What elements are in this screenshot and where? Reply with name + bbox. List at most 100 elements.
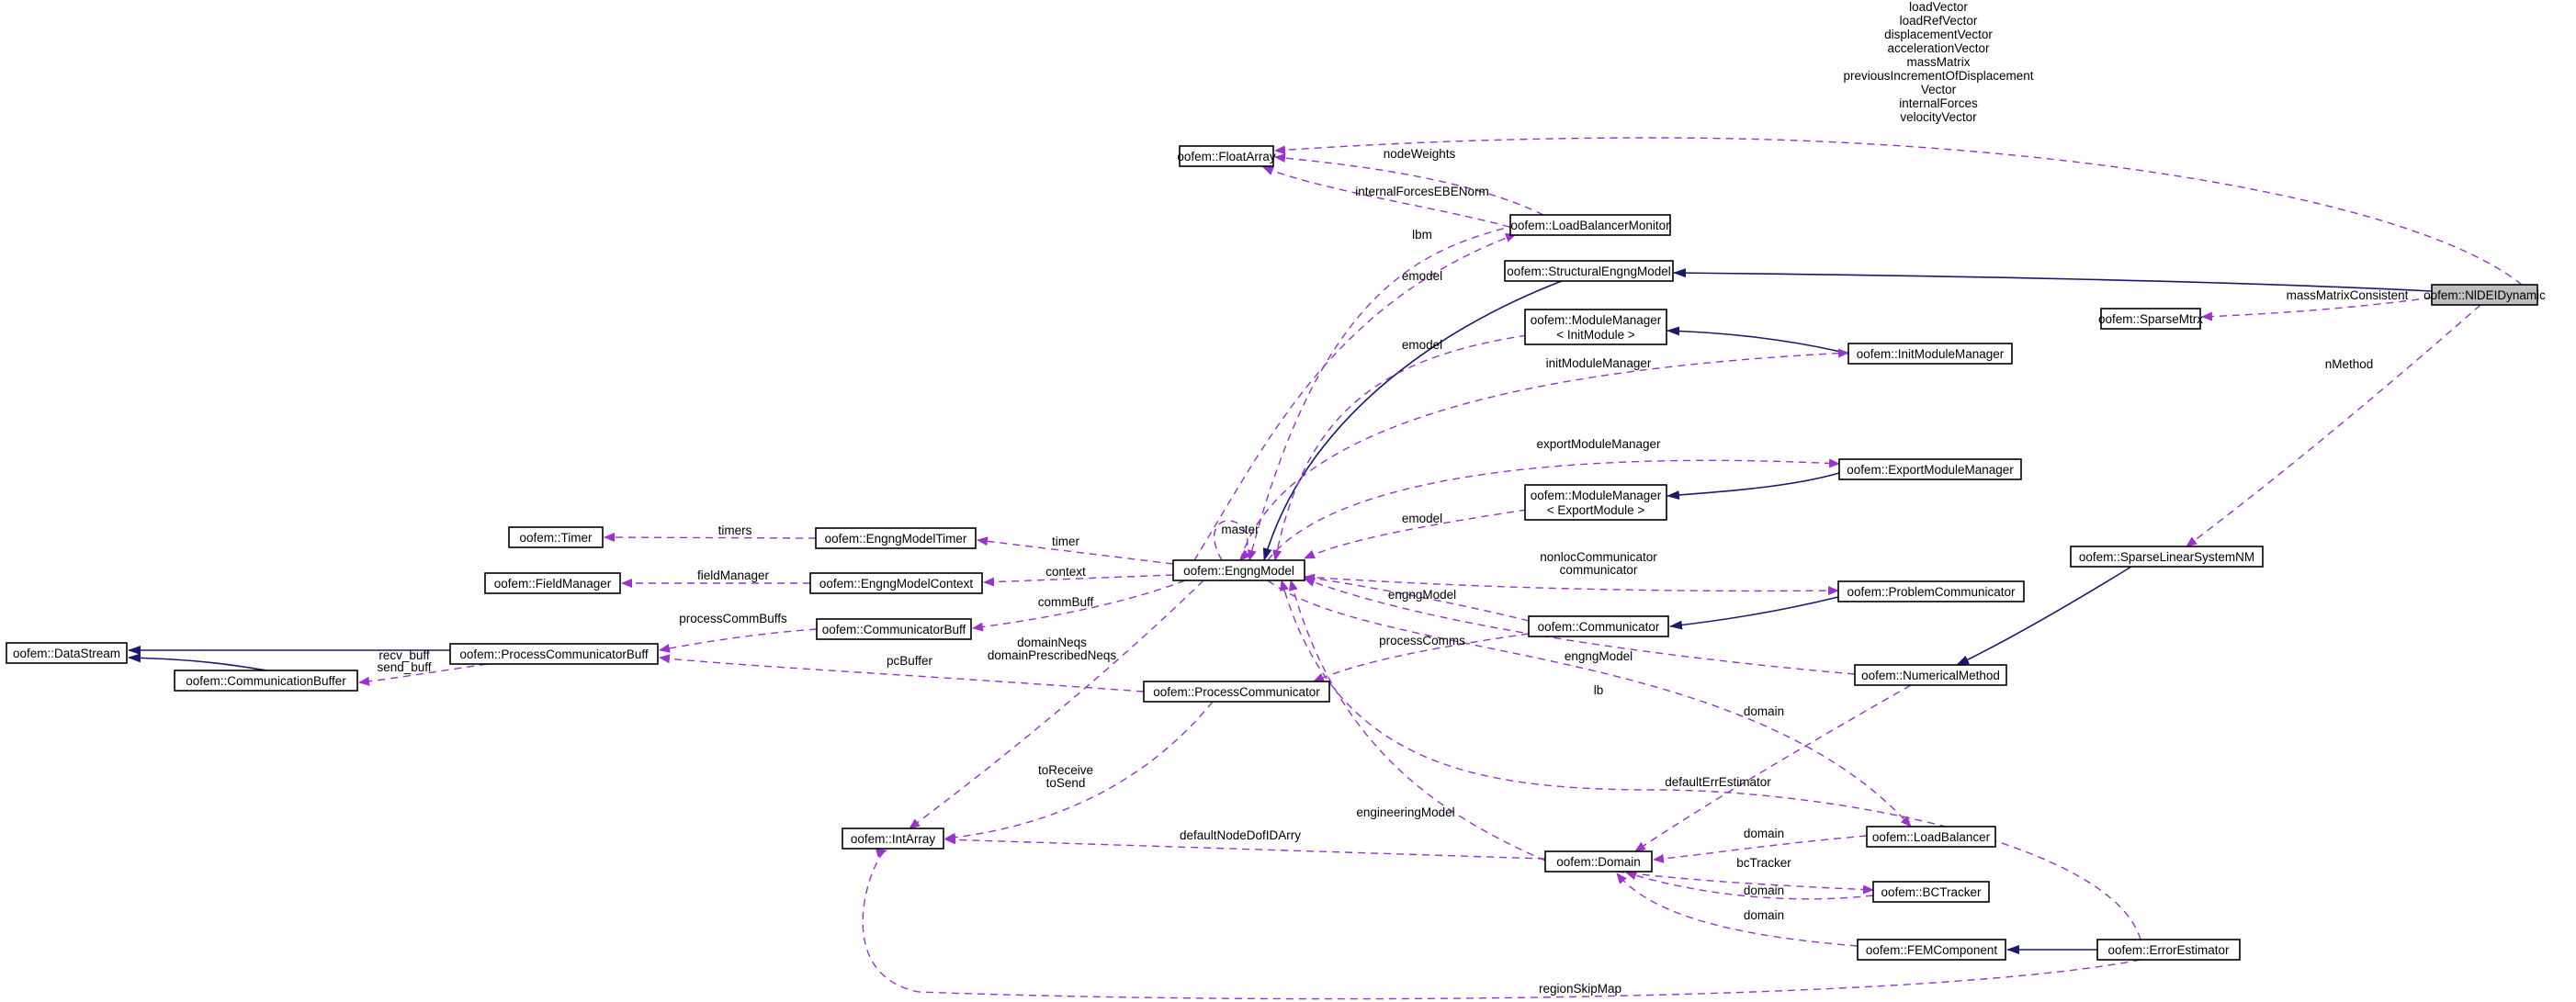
class-node-communicationbuffer[interactable]: oofem::CommunicationBuffer — [174, 670, 358, 692]
class-node-box — [1528, 615, 1669, 637]
edge-label-line: nMethod — [2325, 357, 2374, 371]
usage-edge — [1304, 573, 1530, 622]
usage-edge — [1267, 580, 1912, 827]
class-node-label-line: oofem::BCTracker — [1881, 885, 1982, 899]
class-node-label-line: oofem::FloatArray — [1177, 150, 1276, 163]
edge-label-line: domain — [1744, 704, 1784, 718]
edge-label-line: internalForcesEBENorm — [1355, 185, 1489, 198]
class-node-label: oofem::NumericalMethod — [1861, 669, 2000, 682]
class-node-errorestimator[interactable]: oofem::ErrorEstimator — [2096, 939, 2241, 961]
edge-label-emodel-init: emodel — [1402, 338, 1442, 352]
class-node-processcommunicatorbuff[interactable]: oofem::ProcessCommunicatorBuff — [449, 643, 659, 665]
class-node-communicatorbuff[interactable]: oofem::CommunicatorBuff — [816, 618, 972, 640]
edge-label-fieldmanager: fieldManager — [697, 569, 770, 582]
edge-label-domain-fem: domain — [1744, 908, 1784, 922]
class-node-processcommunicator[interactable]: oofem::ProcessCommunicator — [1143, 681, 1330, 703]
class-node-label: oofem::ModuleManager< ExportModule > — [1531, 489, 1662, 517]
class-node-label-line: oofem::StructuralEngngModel — [1507, 265, 1671, 278]
edge-label-initmodulemanager: initModuleManager — [1546, 356, 1652, 370]
usage-edge — [1616, 873, 1859, 947]
edge-label-processcomms: processComms — [1379, 634, 1465, 647]
class-node-exportmodulemanager[interactable]: oofem::ExportModuleManager — [1838, 458, 2022, 480]
class-node-floatarray[interactable]: oofem::FloatArray — [1177, 145, 1276, 167]
class-node-loadbalancermonitor[interactable]: oofem::LoadBalancerMonitor — [1509, 214, 1671, 236]
edge-label-engngmodel-nm: engngModel — [1565, 649, 1633, 663]
class-node-box — [449, 643, 659, 665]
usage-edge — [2201, 297, 2433, 321]
class-node-label-line: oofem::CommunicationBuffer — [186, 674, 346, 688]
class-node-box — [1179, 145, 1274, 167]
class-node-fieldmanager[interactable]: oofem::FieldManager — [484, 572, 621, 594]
class-node-initmodulemanager[interactable]: oofem::InitModuleManager — [1847, 343, 2013, 365]
edge-label-line: Vector — [1921, 83, 1957, 96]
class-node-label-line: oofem::NumericalMethod — [1861, 669, 2000, 682]
class-node-label: oofem::EngngModel — [1183, 564, 1294, 578]
class-node-box — [1857, 939, 2006, 961]
inheritance-edge — [1666, 326, 1849, 355]
class-node-box — [1524, 309, 1667, 345]
usage-edge — [1634, 684, 1912, 852]
class-node-label: oofem::FloatArray — [1177, 150, 1276, 163]
edge-label-massmatrixconsistent: massMatrixConsistent — [2287, 288, 2409, 302]
class-node-engngmodelcontext[interactable]: oofem::EngngModelContext — [809, 572, 983, 594]
usage-edge — [977, 536, 1174, 565]
class-node-engngmodeltimer[interactable]: oofem::EngngModelTimer — [815, 527, 977, 549]
class-node-label-line: oofem::ModuleManager — [1531, 489, 1662, 502]
class-node-label-line: < ExportModule > — [1547, 503, 1645, 517]
class-node-label-line: oofem::FieldManager — [494, 577, 612, 591]
usage-edge — [1625, 871, 1874, 900]
edge-label-nmethod: nMethod — [2325, 357, 2374, 371]
class-node-loadbalancer[interactable]: oofem::LoadBalancer — [1866, 826, 1996, 848]
usage-edge — [1193, 233, 1517, 561]
edge-label-line: commBuff — [1038, 595, 1094, 609]
edge-label-domain-nm: domain — [1744, 704, 1784, 718]
class-node-bctracker[interactable]: oofem::BCTracker — [1872, 881, 1990, 903]
class-node-modulemanager-init[interactable]: oofem::ModuleManager< InitModule > — [1524, 309, 1667, 345]
class-node-label: oofem::NlDEIDynamic — [2423, 288, 2546, 302]
class-node-box — [815, 527, 977, 549]
class-node-structuralengngmodel[interactable]: oofem::StructuralEngngModel — [1504, 260, 1674, 282]
class-node-label-line: oofem::ProblemCommunicator — [1847, 585, 2016, 599]
class-node-box — [6, 642, 128, 664]
class-node-intarray[interactable]: oofem::IntArray — [842, 827, 944, 850]
edge-label-line: nodeWeights — [1384, 147, 1456, 161]
class-node-label-line: oofem::ErrorEstimator — [2107, 943, 2230, 957]
class-node-engngmodel[interactable]: oofem::EngngModel — [1172, 559, 1305, 581]
class-node-label-line: oofem::NlDEIDynamic — [2423, 288, 2546, 302]
class-node-sparsemtrx[interactable]: oofem::SparseMtrx — [2098, 308, 2203, 330]
class-node-problemcommunicator[interactable]: oofem::ProblemCommunicator — [1837, 580, 2025, 602]
usage-edge — [358, 663, 488, 686]
edge-label-line: emodel — [1402, 512, 1442, 525]
class-node-label: oofem::Communicator — [1538, 620, 1660, 634]
edge-label-engineeringmodel: engineeringModel — [1356, 805, 1454, 819]
edge-label-line: initModuleManager — [1546, 356, 1652, 370]
class-node-label-line: oofem::InitModuleManager — [1857, 347, 2005, 361]
class-node-sparselinearsystemnm[interactable]: oofem::SparseLinearSystemNM — [2070, 546, 2264, 568]
class-node-label: oofem::LoadBalancerMonitor — [1510, 219, 1670, 232]
class-node-box — [1872, 881, 1990, 903]
usage-edge — [909, 580, 1204, 829]
class-node-nldeidynamic[interactable]: oofem::NlDEIDynamic — [2423, 284, 2546, 306]
class-node-modulemanager-export[interactable]: oofem::ModuleManager< ExportModule > — [1524, 484, 1667, 521]
inheritance-edge — [1262, 280, 1563, 561]
usage-edge — [1289, 580, 1546, 861]
class-node-domain[interactable]: oofem::Domain — [1544, 850, 1653, 873]
edge-label-line: defaultNodeDofIDArry — [1180, 828, 1301, 842]
class-node-label-line: oofem::Communicator — [1538, 620, 1660, 634]
inheritance-edge — [1669, 596, 1839, 630]
edge-label-emodel-lbm: emodel — [1402, 269, 1442, 283]
edge-label-line: toSend — [1046, 776, 1086, 790]
class-node-numericalmethod[interactable]: oofem::NumericalMethod — [1854, 664, 2007, 686]
class-node-label-line: oofem::SparseLinearSystemNM — [2079, 550, 2254, 564]
class-node-datastream[interactable]: oofem::DataStream — [6, 642, 128, 664]
edge-label-line: domain — [1744, 884, 1784, 897]
class-node-femcomponent[interactable]: oofem::FEMComponent — [1857, 939, 2006, 961]
edge-label-line: regionSkipMap — [1539, 982, 1621, 996]
class-node-communicator[interactable]: oofem::Communicator — [1528, 615, 1669, 637]
edge-label-exportmodulemanager: exportModuleManager — [1536, 437, 1661, 451]
class-node-timer[interactable]: oofem::Timer — [508, 526, 604, 548]
usage-edge — [1653, 835, 1868, 863]
class-node-label-line: oofem::SparseMtrx — [2098, 312, 2203, 326]
